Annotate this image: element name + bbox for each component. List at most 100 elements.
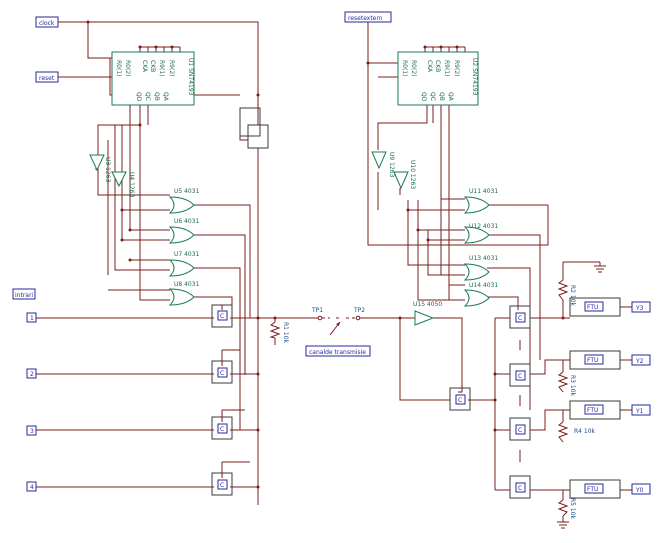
or-gate-u14-name: U14 4031	[469, 282, 498, 289]
buffer-u3: U3 1263	[89, 154, 111, 183]
output-y1: Y1	[631, 404, 651, 416]
latch-3: FTU	[569, 297, 621, 317]
output-y3: Y3	[631, 301, 651, 313]
resistor-r3-name: R3 10k	[569, 375, 576, 397]
counter-u2-pin-qb: QB	[438, 92, 445, 101]
switch-left-1-label: C	[220, 313, 224, 320]
buffer-u15: U15 4050	[413, 301, 442, 326]
resistor-r3: R3 10k	[557, 371, 576, 397]
latch-2: FTU	[569, 350, 621, 370]
buffer-u9: U9 1263	[371, 151, 395, 178]
latch-1-label: FTU	[587, 407, 598, 414]
switch-right-clock-label: C	[458, 397, 462, 404]
or-gate-u14: U14 4031	[463, 282, 498, 307]
counter-u2: U2 SN74193 R0(1) R0(2) CKA CKB R9(1) R9(…	[397, 51, 479, 106]
switch-right-4: C	[509, 475, 531, 499]
counter-u1-pin-r92: R9(2)	[168, 60, 175, 77]
counter-u1-pin-r91: R9(1)	[158, 60, 165, 77]
ground-bottom-icon	[557, 516, 569, 529]
counter-u2-pin-qc: QC	[429, 92, 436, 101]
or-gate-u7-name: U7 4031	[174, 251, 200, 258]
or-gate-u7: U7 4031	[168, 251, 200, 277]
switch-left-2-label: C	[220, 370, 224, 377]
output-y0: Y0	[631, 483, 651, 495]
output-y3-text: Y3	[635, 305, 644, 312]
or-gate-u11-name: U11 4031	[469, 188, 498, 195]
transmission-channel: TP1 TP2 canalde transmisie	[305, 307, 371, 357]
clock-switch-box	[239, 107, 269, 149]
or-gate-u11: U11 4031	[463, 188, 498, 214]
switch-right-1-label: C	[518, 315, 522, 322]
resistor-r5: R5 10k	[557, 498, 576, 520]
reset-label-text: reset	[39, 75, 55, 82]
ground-top-icon	[594, 262, 606, 273]
tp2-label: TP2	[353, 307, 365, 314]
or-gate-u13: U13 4031	[463, 255, 498, 281]
or-gate-u6: U6 4031	[168, 218, 200, 244]
counter-u2-pin-qa: QA	[447, 92, 454, 102]
input-1-port: 1	[26, 312, 37, 323]
or-gate-u12: U12 4031	[463, 223, 498, 244]
switch-left-1: C	[211, 304, 233, 328]
resistor-r4: R4 10k	[557, 421, 596, 443]
or-gate-u13-name: U13 4031	[469, 255, 498, 262]
reset-label: reset	[35, 71, 59, 83]
input-1-text: 1	[30, 315, 34, 322]
channel-label-text: canalde transmisie	[309, 349, 366, 356]
resistor-r2: R2 10k	[557, 279, 576, 307]
input-3-port: 3	[26, 425, 37, 436]
buffer-u10-name: U10 1263	[409, 160, 416, 189]
switch-right-4-label: C	[518, 485, 522, 492]
buffer-u4: U4 1263	[111, 171, 135, 198]
input-2-text: 2	[30, 371, 34, 378]
counter-u1: U1 SN74193 R0(1) R0(2) CKA CKB R9(1) R9(…	[111, 51, 195, 106]
input-3-text: 3	[30, 428, 34, 435]
switch-left-4-label: C	[220, 482, 224, 489]
counter-u1-name: U1 SN74193	[187, 58, 194, 96]
counter-u1-pin-qa: QA	[162, 92, 169, 102]
or-gate-u6-name: U6 4031	[174, 218, 200, 225]
counter-u2-pin-r92: R9(2)	[453, 60, 460, 77]
switch-right-3: C	[509, 417, 531, 441]
switch-right-1: C	[509, 305, 531, 329]
buffer-u3-name: U3 1263	[104, 157, 111, 183]
switch-left-4: C	[211, 472, 233, 496]
clock-label: clock	[35, 16, 59, 28]
counter-u1-pin-qc: QC	[144, 92, 151, 101]
input-4-text: 4	[30, 484, 34, 491]
counter-u2-pin-cka: CKA	[426, 60, 433, 73]
latch-3-label: FTU	[587, 304, 598, 311]
counter-u2-name: U2 SN74193	[471, 58, 478, 96]
counter-u2-pin-r91: R9(1)	[443, 60, 450, 77]
counter-u2-pin-r01: R0(1)	[401, 60, 408, 77]
output-y2-text: Y2	[635, 358, 644, 365]
intrari-label: intrari	[12, 288, 36, 300]
latch-1: FTU	[569, 400, 621, 420]
switch-left-2: C	[211, 360, 233, 384]
output-y2: Y2	[631, 354, 651, 366]
or-gate-u5: U5 4031	[168, 188, 200, 214]
or-gate-u8-name: U8 4031	[174, 281, 200, 288]
resistor-r2-name: R2 10k	[569, 285, 576, 307]
counter-u2-pin-r02: R0(2)	[410, 60, 417, 77]
switch-right-2-label: C	[518, 373, 522, 380]
or-gate-u12-name: U12 4031	[469, 223, 498, 230]
resetextern-label-text: resetextern	[348, 15, 383, 22]
counter-u1-pin-r02: R0(2)	[124, 60, 131, 77]
or-gate-u5-name: U5 4031	[174, 188, 200, 195]
latch-0-label: FTU	[587, 486, 598, 493]
counter-u1-pin-cka: CKA	[141, 60, 148, 73]
switch-right-clock: C	[449, 387, 471, 411]
counter-u1-pin-qb: QB	[153, 92, 160, 101]
left-junctions	[86, 20, 277, 489]
resistor-r1: R1 10k	[269, 321, 289, 344]
tp1-label: TP1	[311, 307, 323, 314]
latch-2-label: FTU	[587, 357, 598, 364]
right-junctions	[366, 45, 565, 432]
switch-right-3-label: C	[518, 427, 522, 434]
buffer-u9-name: U9 1263	[388, 152, 395, 178]
input-4-port: 4	[26, 481, 37, 492]
intrari-label-text: intrari	[15, 292, 33, 299]
resistor-r5-name: R5 10k	[569, 498, 576, 520]
